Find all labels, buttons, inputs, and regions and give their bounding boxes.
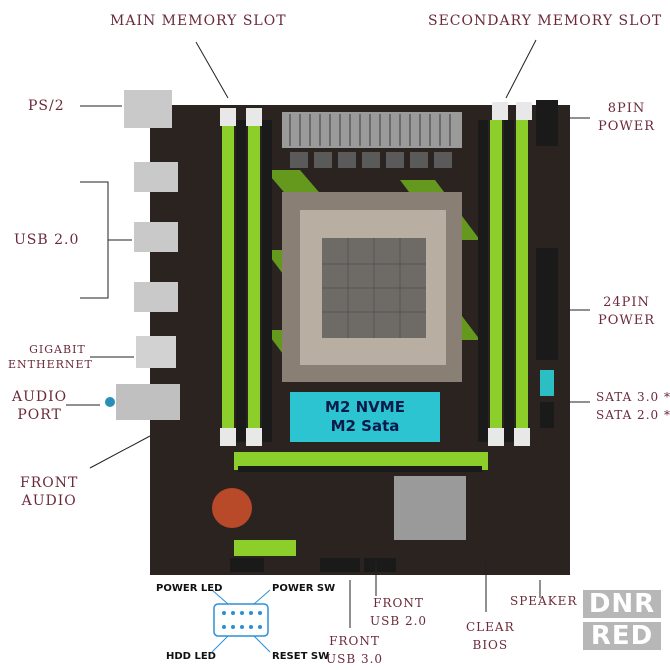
24pin-power-line1: 24PIN: [603, 295, 650, 310]
gigabit-ethernet-line1: GIGABIT: [29, 343, 86, 356]
m2-slot: [290, 392, 440, 442]
watermark-line1: DNR: [583, 590, 661, 618]
main-memory-slots: [220, 108, 272, 446]
front-usb2-header: [364, 558, 396, 572]
front-audio-label: FRONT AUDIO: [20, 474, 78, 510]
front-usb20-label: FRONT USB 2.0: [370, 594, 427, 630]
m2-label: M2 NVME M2 Sata: [300, 398, 430, 436]
sata-label: SATA 3.0 *1 SATA 2.0 *3: [596, 388, 670, 424]
24pin-connector: [536, 248, 558, 360]
cmos-battery: [212, 488, 252, 528]
watermark: DNR RED: [583, 590, 661, 650]
8pin-connector: [536, 100, 558, 146]
front-audio-line1: FRONT: [20, 475, 79, 491]
sata-line1: SATA 3.0 *1: [596, 390, 670, 404]
8pin-power-label: 8PIN POWER: [598, 100, 655, 136]
gigabit-ethernet-label: GIGABIT ENTHERNET: [8, 342, 93, 372]
pcie-x16-slot: [234, 452, 488, 470]
chipset-heatsink: [394, 476, 466, 540]
sata-line2: SATA 2.0 *3: [596, 408, 670, 422]
clear-bios-line1: CLEAR: [466, 620, 515, 634]
m2-label-line2: M2 Sata: [330, 417, 400, 435]
audio-port-line1: AUDIO: [12, 389, 68, 405]
sata2-ports: [540, 402, 554, 428]
pointer-lines: [66, 39, 590, 628]
speaker-label: SPEAKER: [510, 594, 578, 608]
power-sw-label: POWER SW: [272, 583, 336, 594]
audio-port-label: AUDIO PORT: [12, 388, 67, 424]
clear-bios-label: CLEAR BIOS: [466, 618, 515, 654]
front-panel-pin-diagram: [211, 589, 271, 653]
usb20-label: USB 2.0: [14, 232, 80, 248]
24pin-power-line2: POWER: [598, 313, 656, 328]
front-usb3-header: [320, 558, 360, 572]
secondary-memory-slot-label: SECONDARY MEMORY SLOT: [428, 13, 663, 29]
chokes: [290, 152, 452, 168]
front-audio-line2: AUDIO: [21, 493, 77, 509]
clear-bios-line2: BIOS: [472, 638, 509, 652]
m2-label-line1: M2 NVME: [325, 398, 405, 416]
sata3-port: [540, 370, 554, 396]
power-led-label: POWER LED: [156, 583, 223, 594]
hdd-led-label: HDD LED: [166, 651, 216, 662]
secondary-memory-slots: [478, 102, 532, 446]
audio-port-line2: PORT: [17, 407, 62, 423]
main-memory-slot-label: MAIN MEMORY SLOT: [110, 13, 287, 29]
front-usb30-label: FRONT USB 3.0: [326, 632, 383, 668]
front-usb20-line1: FRONT: [373, 596, 424, 610]
pcie-x1-slot: [234, 540, 296, 556]
watermark-line2: RED: [583, 622, 661, 650]
24pin-power-label: 24PIN POWER: [598, 294, 655, 330]
cpu-socket: [282, 192, 462, 382]
vrm-heatsink: [282, 112, 462, 148]
front-usb30-line2: USB 3.0: [326, 652, 384, 666]
front-panel-header: [230, 558, 264, 572]
rear-io: [105, 90, 180, 420]
front-usb20-line2: USB 2.0: [370, 614, 428, 628]
gigabit-ethernet-line2: ENTHERNET: [8, 358, 93, 371]
8pin-power-line1: 8PIN: [607, 101, 646, 116]
front-usb30-line1: FRONT: [329, 634, 380, 648]
8pin-power-line2: POWER: [598, 119, 656, 134]
reset-sw-label: RESET SW: [272, 651, 330, 662]
ps2-label: PS/2: [28, 98, 65, 114]
